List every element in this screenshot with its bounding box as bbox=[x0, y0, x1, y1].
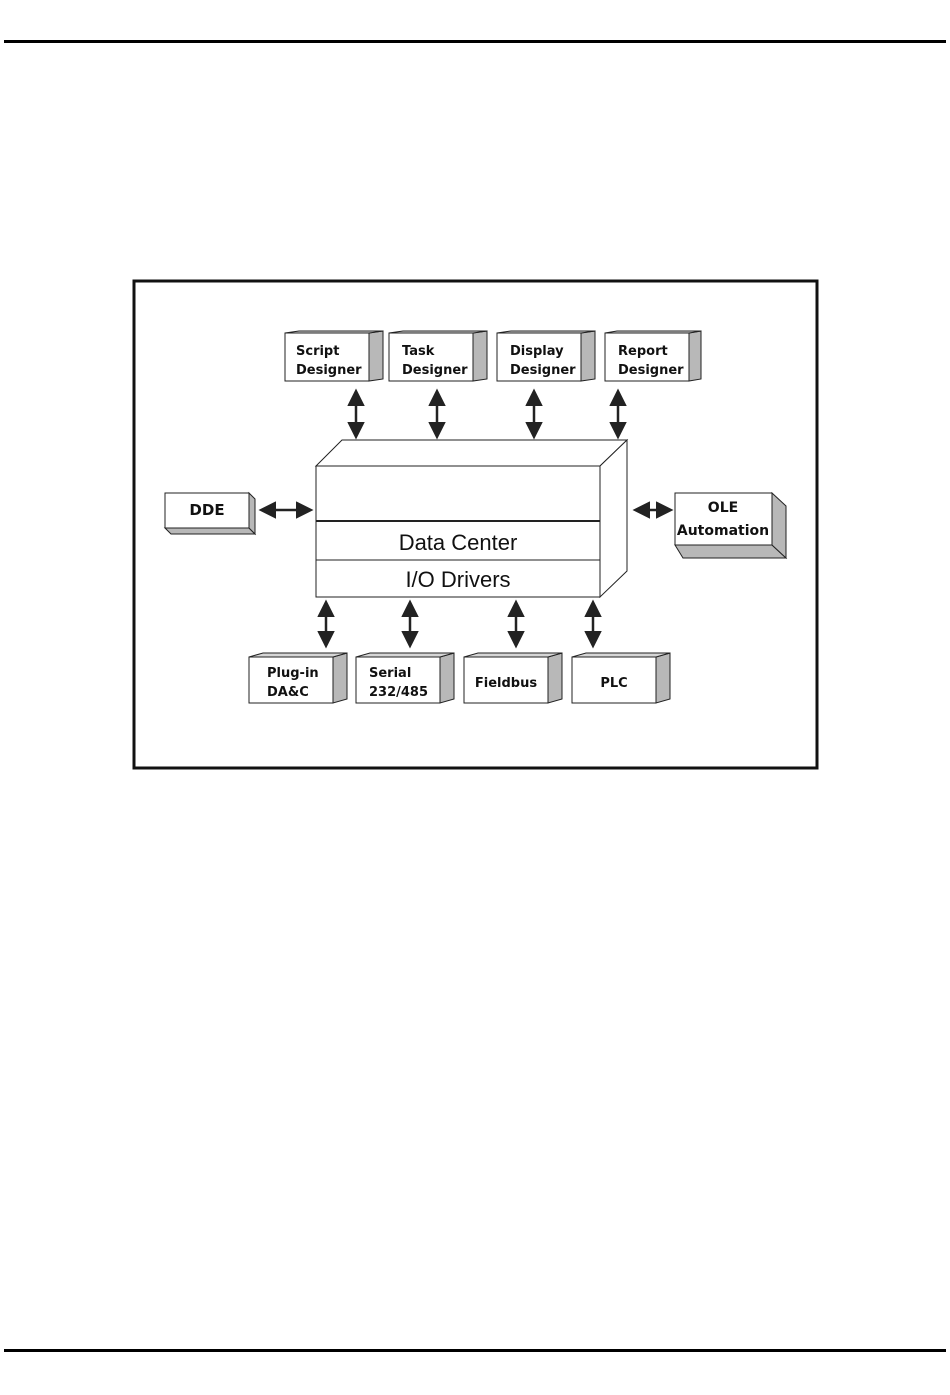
designer-box-report: Report Designer bbox=[605, 331, 701, 381]
designer-label-line1: Script bbox=[296, 344, 339, 359]
device-label-line2: DA&C bbox=[267, 685, 309, 700]
device-label-line1: Fieldbus bbox=[475, 676, 537, 691]
device-box-plugin: Plug-in DA&C bbox=[249, 653, 347, 703]
ole-automation-box: OLE Automation bbox=[675, 493, 786, 558]
device-label-line1: Plug-in bbox=[267, 666, 319, 681]
designer-label-line2: Designer bbox=[618, 363, 684, 378]
designer-label-line2: Designer bbox=[402, 363, 468, 378]
dde-box: DDE bbox=[165, 493, 255, 534]
designer-label-line2: Designer bbox=[296, 363, 362, 378]
footer-rule bbox=[4, 1349, 946, 1352]
designer-label-line2: Designer bbox=[510, 363, 576, 378]
device-box-fieldbus: Fieldbus bbox=[464, 653, 562, 703]
device-box-plc: PLC bbox=[572, 653, 670, 703]
device-label-line1: Serial bbox=[369, 666, 411, 681]
designer-box-script: Script Designer bbox=[285, 331, 383, 381]
device-label-line2: 232/485 bbox=[369, 685, 428, 700]
dde-label: DDE bbox=[189, 501, 224, 519]
device-box-serial: Serial 232/485 bbox=[356, 653, 454, 703]
designer-label-line1: Report bbox=[618, 344, 668, 359]
designer-box-task: Task Designer bbox=[389, 331, 487, 381]
ole-label-line1: OLE bbox=[708, 500, 738, 516]
ole-label-line2: Automation bbox=[677, 523, 769, 539]
device-label-line1: PLC bbox=[600, 676, 627, 691]
designer-label-line1: Display bbox=[510, 344, 564, 359]
core-block: Data Center I/O Drivers bbox=[316, 440, 627, 597]
data-center-label: Data Center bbox=[399, 530, 518, 555]
io-drivers-label: I/O Drivers bbox=[405, 567, 510, 592]
designer-label-line1: Task bbox=[402, 344, 435, 359]
designer-box-display: Display Designer bbox=[497, 331, 595, 381]
